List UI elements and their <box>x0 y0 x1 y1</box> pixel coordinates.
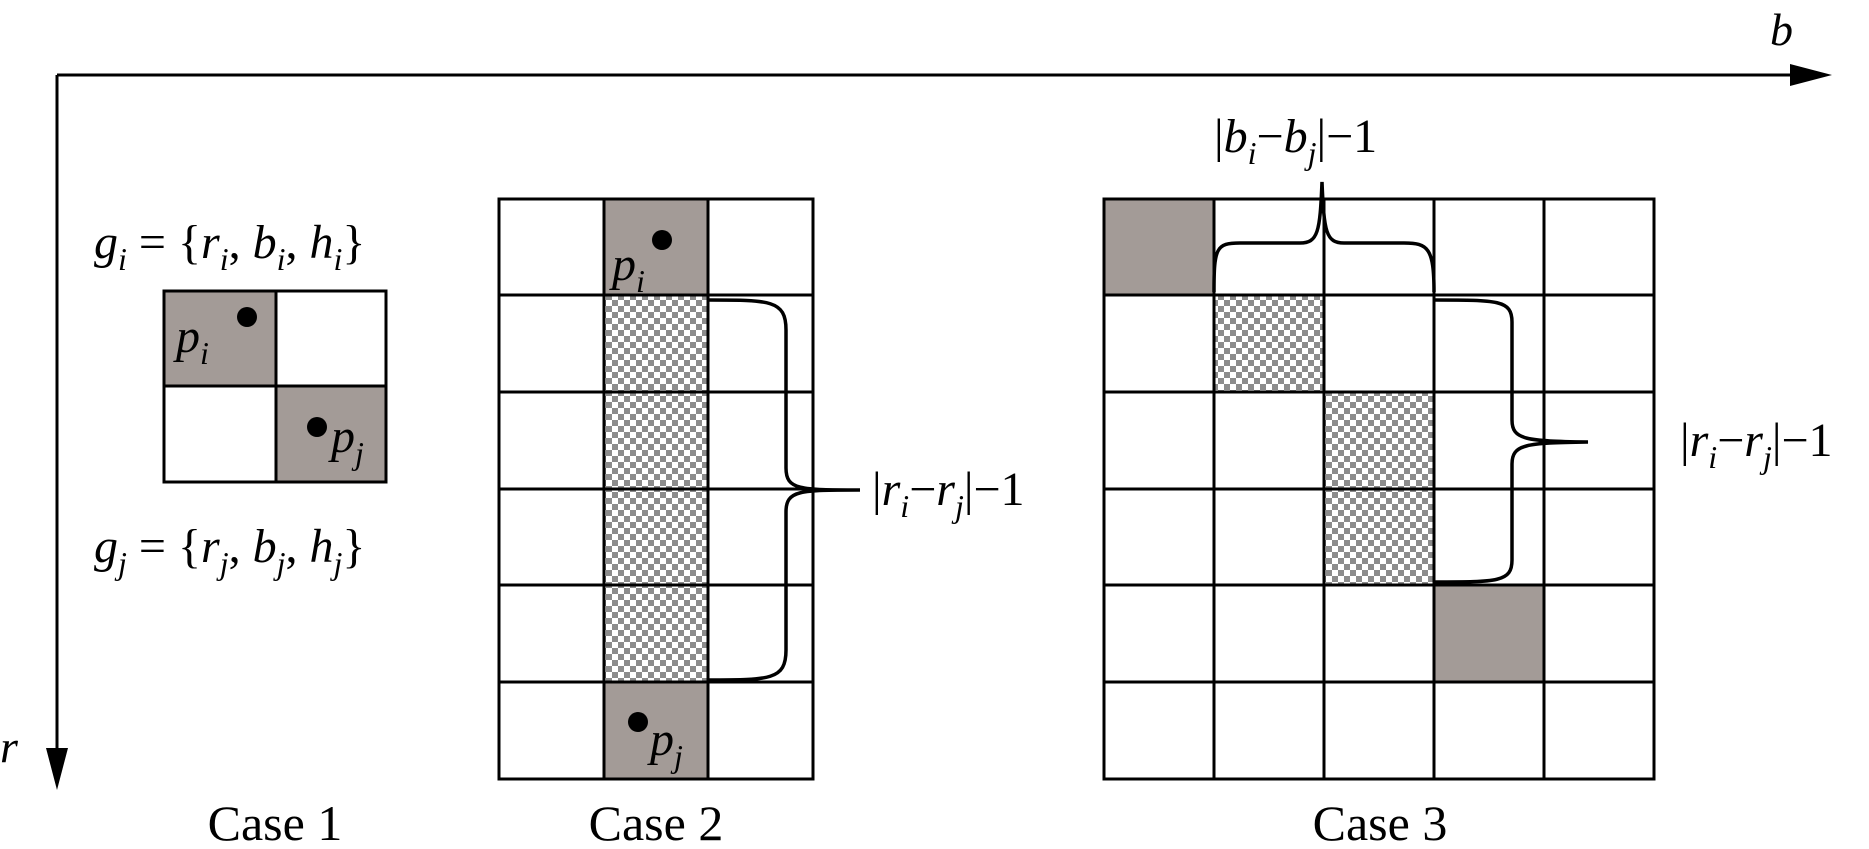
case2-caption: Case 2 <box>589 795 724 849</box>
case1-point-pj <box>307 417 327 437</box>
case1-pi-label: pi <box>173 310 209 371</box>
case2-brace-label: |ri−rj|−1 <box>872 463 1025 524</box>
case2-group: pi pj |ri−rj|−1 Case 2 <box>497 197 1025 849</box>
case1-cell-pj <box>276 386 386 482</box>
case2-pj-label: pj <box>647 713 683 774</box>
axes: b r <box>0 4 1832 790</box>
r-axis-label: r <box>0 721 19 772</box>
case3-checker-2 <box>1324 392 1434 489</box>
b-axis-arrowhead <box>1790 64 1832 86</box>
case1-cell-pi <box>164 291 276 386</box>
case3-cell-gi <box>1104 199 1214 295</box>
case2-grid <box>497 197 815 781</box>
case3-grid <box>1102 197 1656 781</box>
case3-caption: Case 3 <box>1313 795 1448 849</box>
case3-right-label: |ri−rj|−1 <box>1680 414 1833 475</box>
r-axis-arrowhead <box>46 748 68 790</box>
case2-vertical-brace <box>707 298 861 682</box>
case1-pj-label: pj <box>328 410 364 471</box>
case3-group: |bi−bj|−1 |ri−rj|−1 Case 3 <box>1102 110 1833 849</box>
case2-point-pj <box>628 712 648 732</box>
case3-horizontal-brace <box>1212 181 1436 293</box>
case1-gj-formula: gj = {rj, bj, hj} <box>94 520 365 581</box>
case2-cell-pj <box>604 682 708 779</box>
case1-point-pi <box>237 307 257 327</box>
case2-pi-label: pi <box>609 238 645 299</box>
b-axis-label: b <box>1770 4 1793 55</box>
case3-checker-3 <box>1324 489 1434 585</box>
case2-point-pi <box>652 230 672 250</box>
case3-top-label: |bi−bj|−1 <box>1214 110 1377 171</box>
case3-vertical-brace <box>1433 298 1589 584</box>
case3-cell-gj <box>1434 585 1544 682</box>
case1-group: gi = {ri, bi, hi} pi pj gj = {rj, bj, hj… <box>94 216 388 849</box>
case3-checker-1 <box>1214 295 1324 392</box>
case1-gi-formula: gi = {ri, bi, hi} <box>94 216 365 277</box>
case1-grid <box>162 289 388 484</box>
case1-caption: Case 1 <box>208 795 343 849</box>
